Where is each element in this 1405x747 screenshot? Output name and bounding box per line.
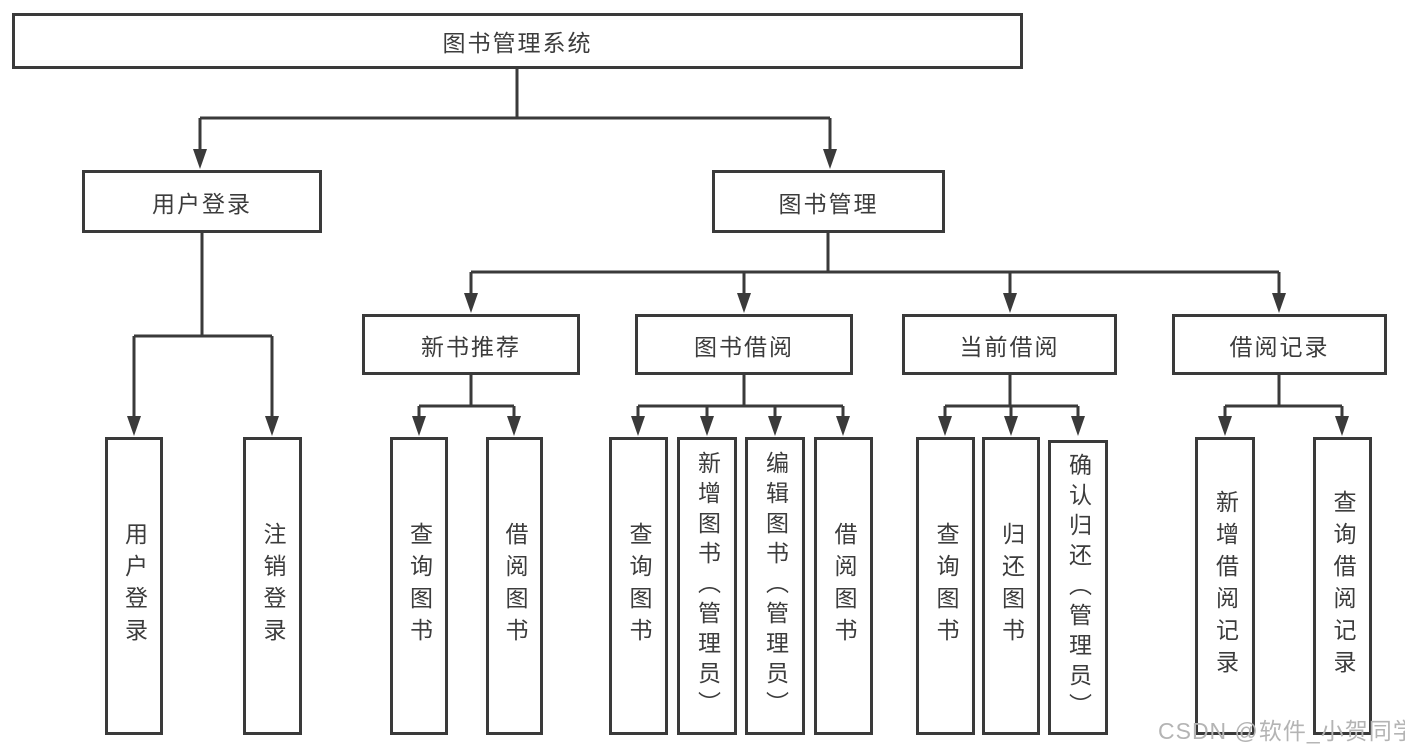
node-label: 用户登录 [121, 522, 148, 650]
node-book-management: 图书管理 [712, 170, 945, 233]
connector-book-management-to-level3 [464, 233, 1286, 313]
leaf-user-login: 用户登录 [105, 437, 163, 735]
node-label: 编辑图书（管理员） [762, 451, 789, 721]
arrowhead [737, 293, 751, 313]
arrowhead [412, 416, 426, 436]
arrowhead [464, 293, 478, 313]
leaf-query-books-current: 查询图书 [916, 437, 975, 735]
node-label: 查询图书 [406, 522, 433, 650]
leaf-add-books-admin: 新增图书（管理员） [677, 437, 737, 735]
node-book-borrowing: 图书借阅 [635, 314, 853, 375]
connector-borrow-records-to-leaves [1218, 375, 1349, 436]
leaf-edit-books-admin: 编辑图书（管理员） [745, 437, 805, 735]
node-library-management-system: 图书管理系统 [12, 13, 1023, 69]
leaf-return-books: 归还图书 [982, 437, 1040, 735]
node-label: 新增借阅记录 [1212, 490, 1239, 682]
arrowhead [127, 416, 141, 436]
arrowhead [700, 416, 714, 436]
node-label: 图书管理 [778, 190, 879, 217]
node-label: 用户登录 [152, 190, 252, 217]
arrowhead [938, 416, 952, 436]
arrowhead [1004, 416, 1018, 436]
arrowhead [507, 416, 521, 436]
node-label: 归还图书 [998, 522, 1025, 650]
connector-new-book-recommend-to-leaves [412, 375, 521, 436]
arrowhead [1071, 416, 1085, 436]
arrowhead [1335, 416, 1349, 436]
leaf-logout: 注销登录 [243, 437, 302, 735]
node-label: 图书借阅 [694, 333, 794, 360]
arrowhead [1218, 416, 1232, 436]
node-new-book-recommend: 新书推荐 [362, 314, 580, 375]
node-label: 当前借阅 [959, 333, 1060, 360]
node-label: 注销登录 [260, 522, 286, 650]
leaf-confirm-return-admin: 确认归还（管理员） [1048, 440, 1108, 735]
arrowhead [836, 416, 850, 436]
node-user-login: 用户登录 [82, 170, 322, 233]
arrowhead [1272, 293, 1286, 313]
leaf-query-books-borrowing: 查询图书 [609, 437, 668, 735]
arrowhead [768, 416, 782, 436]
node-label: 借阅图书 [831, 522, 857, 650]
leaf-query-borrow-record: 查询借阅记录 [1313, 437, 1372, 735]
connector-user-login-to-leaves [127, 233, 279, 436]
node-label: 借阅记录 [1229, 333, 1330, 360]
node-label: 借阅图书 [502, 522, 528, 650]
arrowhead [631, 416, 645, 436]
node-label: 查询图书 [626, 522, 652, 650]
node-label: 图书管理系统 [442, 30, 593, 56]
node-label: 确认归还（管理员） [1065, 452, 1092, 723]
connector-book-borrowing-to-leaves [631, 375, 850, 436]
arrowhead [265, 416, 279, 436]
csdn-watermark: CSDN @软件_小贺同学 [1158, 718, 1405, 744]
connector-root-to-level2 [193, 69, 837, 169]
leaf-borrow-books-recommend: 借阅图书 [486, 437, 543, 735]
node-current-borrowing: 当前借阅 [902, 314, 1117, 375]
leaf-query-books-recommend: 查询图书 [390, 437, 448, 735]
leaf-borrow-books: 借阅图书 [814, 437, 873, 735]
node-label: 新书推荐 [421, 333, 521, 360]
arrowhead [193, 149, 207, 169]
connector-current-borrowing-to-leaves [938, 375, 1085, 436]
arrowhead [1003, 293, 1017, 313]
arrowhead [823, 149, 837, 169]
leaf-add-borrow-record: 新增借阅记录 [1195, 437, 1255, 735]
node-label: 查询借阅记录 [1330, 490, 1356, 682]
node-borrow-records: 借阅记录 [1172, 314, 1387, 375]
node-label: 新增图书（管理员） [694, 451, 721, 721]
node-label: 查询图书 [933, 522, 959, 650]
